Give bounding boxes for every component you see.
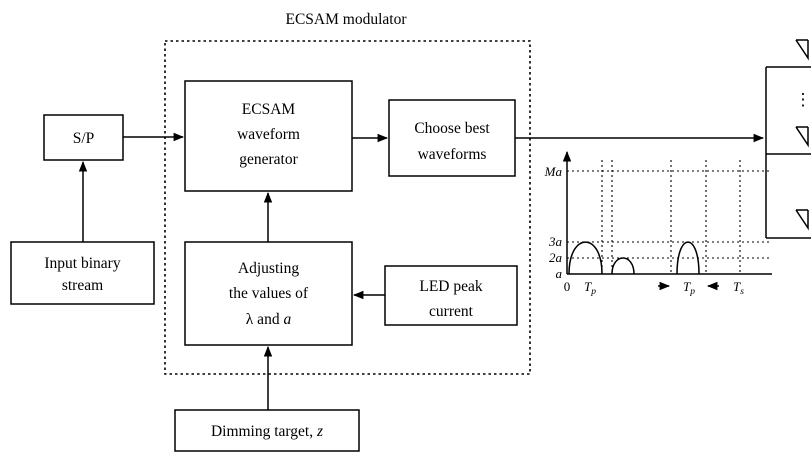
led-diode-icon-3 [795,209,809,231]
modulator-title: ECSAM modulator [286,11,408,28]
adjust-label-line2: the values of [229,285,309,302]
dimming-label: Dimming target, z [211,423,323,440]
led-label-line2: current [429,303,474,320]
adjust-label-lambda: λ and [246,311,284,328]
choose-best-waveforms-block [388,99,516,177]
adjust-label-a: a [283,311,291,328]
waveform-pulse-2 [611,257,635,275]
dimming-target-block [174,409,360,452]
input-label-line1: Input binary [44,255,120,272]
choose-label-line2: waveforms [418,146,487,163]
waveform-generator-block [184,80,353,192]
input-binary-stream-block [10,241,155,305]
dimming-label-var: z [316,423,323,440]
led-array-ellipsis: ⋮ [795,90,811,109]
led-diode-icon-2 [795,126,809,148]
y-tick-3a: 3a [548,234,563,249]
x-origin-label: 0 [564,279,571,294]
generator-label-line3: generator [239,151,298,168]
choose-label-line1: Choose best [414,120,490,137]
generator-label-line2: waveform [237,126,300,143]
sp-block [43,114,124,161]
waveform-pulse-3 [676,241,700,275]
x-label-tp-1: Tp [584,279,596,297]
waveform-plot: Ma 3a 2a a 0 Tp Tp Ts [544,150,772,297]
modulator-boundary [164,40,531,375]
led-peak-current-block [384,265,518,326]
adjusting-values-block [184,241,353,346]
y-tick-ma: Ma [544,164,563,179]
input-label-line2: stream [62,277,103,294]
y-tick-2a: 2a [549,250,563,265]
generator-label-line1: ECSAM [242,101,296,118]
adjust-label-line1: Adjusting [238,260,299,277]
x-label-ts: Ts [733,279,744,297]
waveform-pulse-1 [568,241,603,275]
adjust-label-line3: λ and a [246,311,292,328]
y-tick-a: a [556,266,563,281]
led-label-line1: LED peak [419,278,483,295]
dimming-label-text: Dimming target, [211,423,317,440]
led-diode-icon-1 [795,39,809,61]
transmitter-led-array: ⋮ [765,39,811,239]
sp-label: S/P [73,130,95,147]
x-label-tp-2: Tp [683,279,695,297]
